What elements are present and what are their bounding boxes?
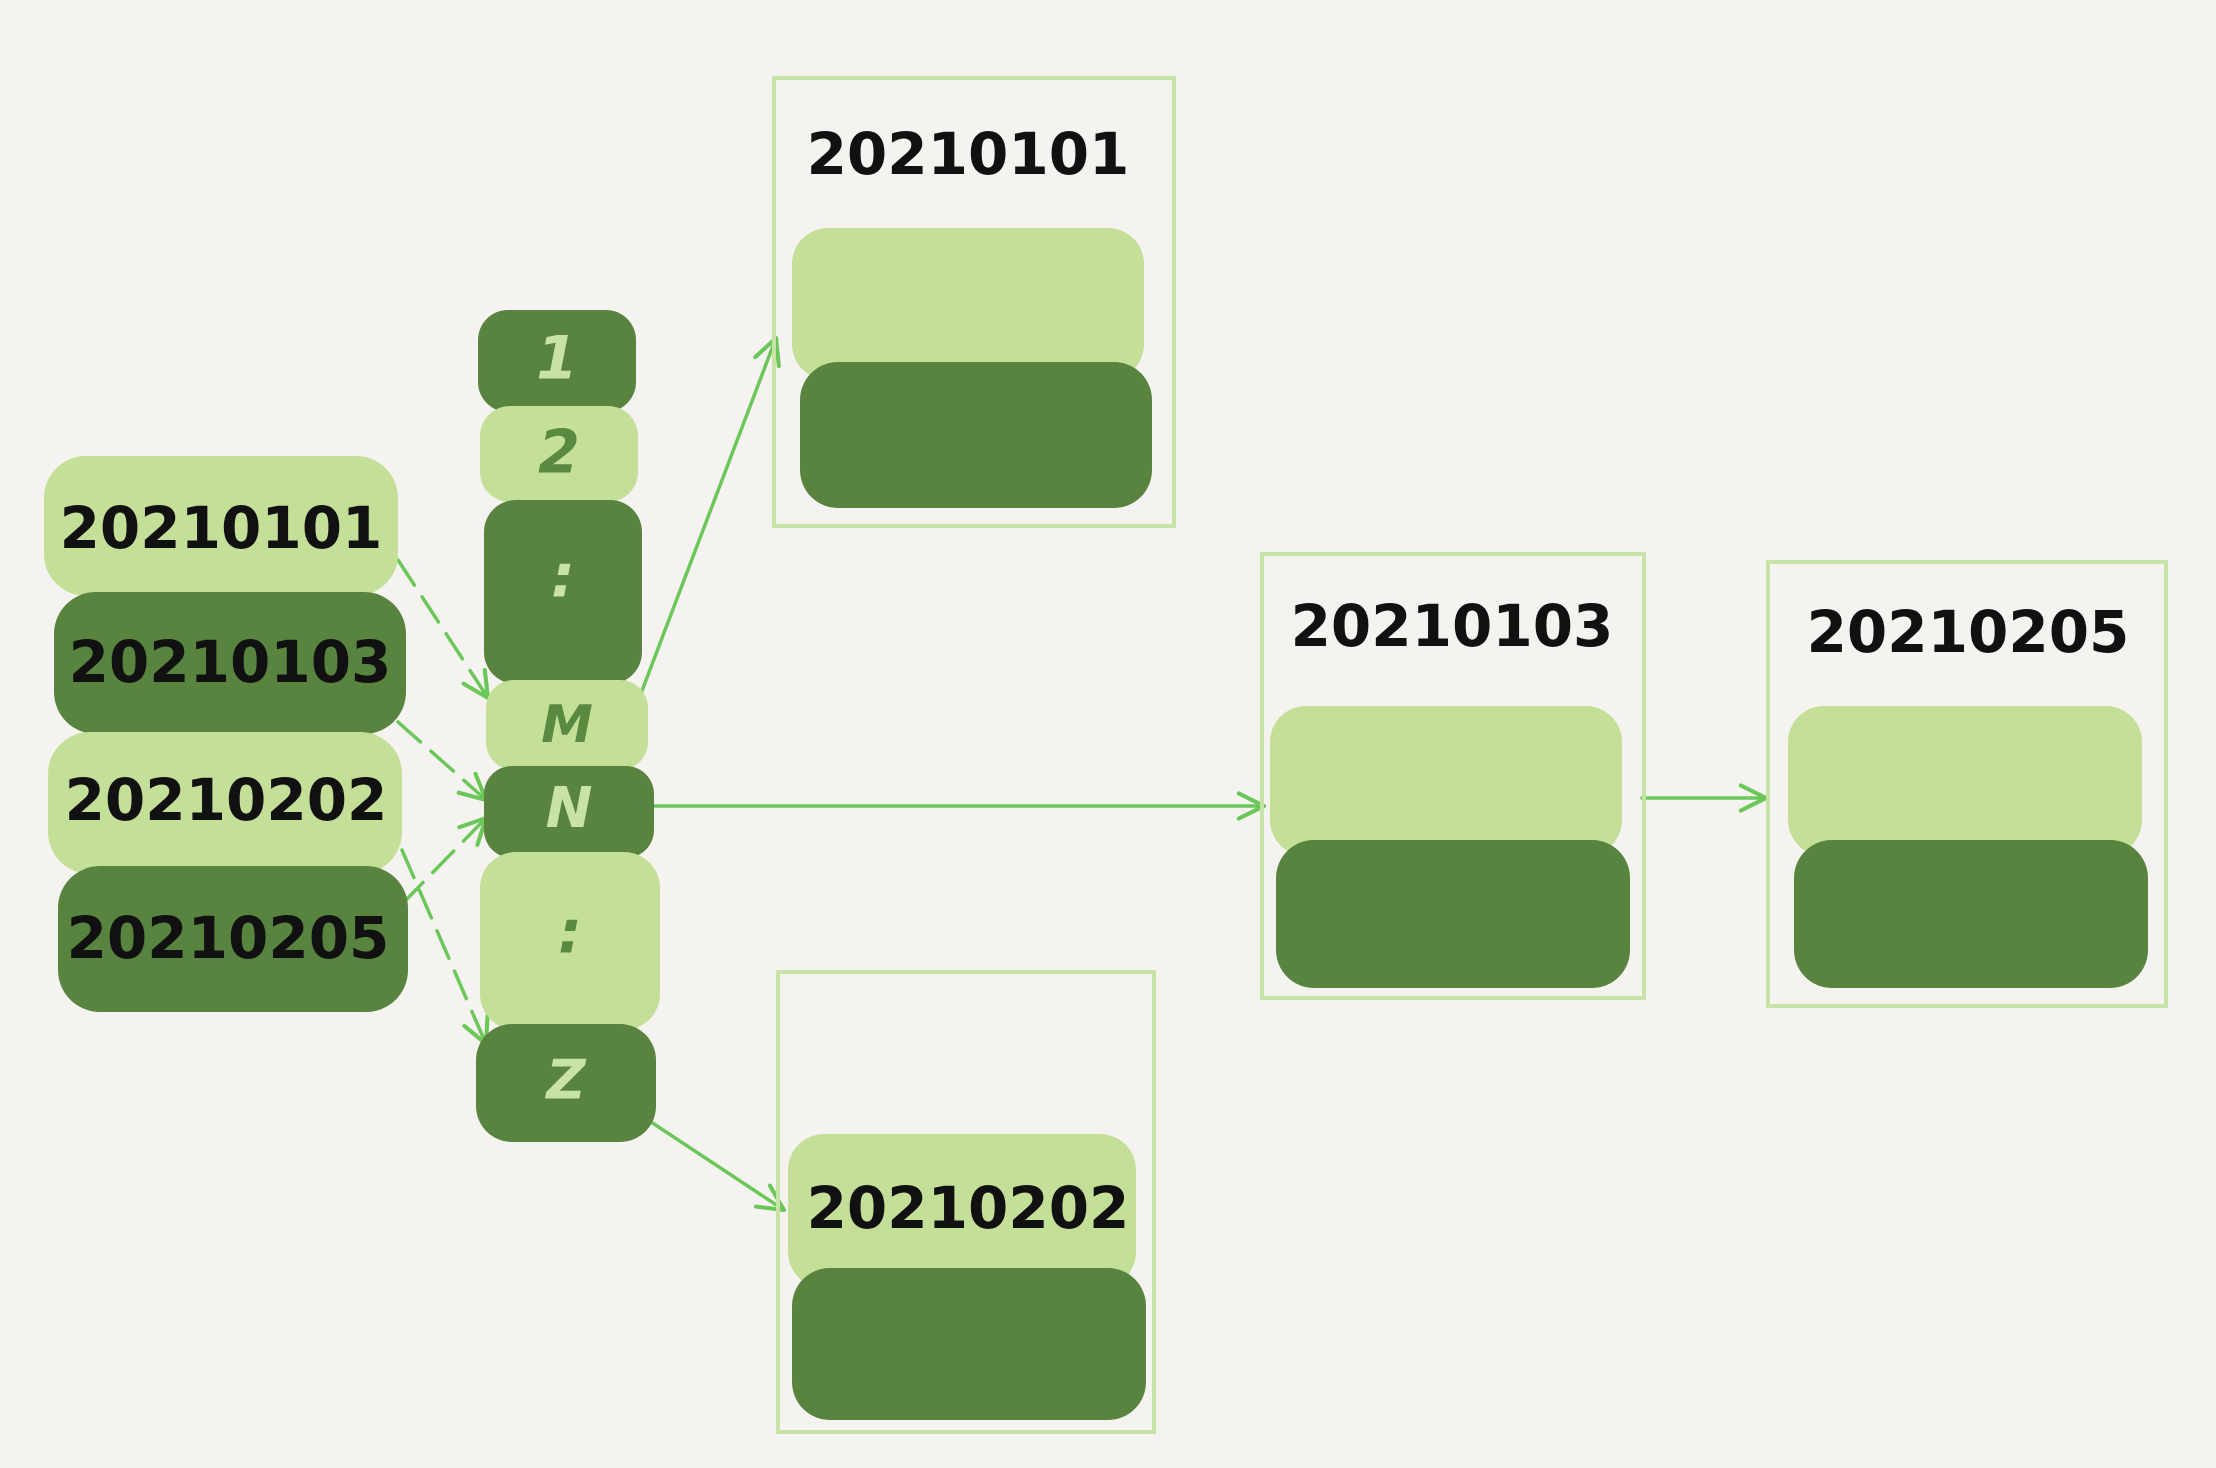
- dashed-arrow-key3-to-slot-n: [400, 815, 489, 906]
- entry-label: 20210101: [807, 120, 1130, 188]
- arrow-slot-m-to-entry-20210101: [638, 335, 781, 698]
- slot-label: 1: [536, 324, 578, 394]
- key-label: 20210103: [69, 628, 392, 696]
- entry-key-block: [792, 228, 1144, 380]
- slot-label: M: [541, 695, 593, 755]
- entry-value-block: [1276, 840, 1630, 988]
- key-label: 20210202: [65, 766, 388, 834]
- slot-1: 1: [478, 310, 636, 412]
- key-label: 20210205: [67, 904, 390, 972]
- slot-block: [484, 766, 654, 858]
- slot-block: [476, 1024, 656, 1142]
- slot-2: 2: [480, 406, 638, 502]
- slot-block: [478, 310, 636, 412]
- entry-outline: [1766, 560, 2168, 1008]
- slot-block: [484, 500, 642, 684]
- key-label: 20210101: [60, 494, 383, 562]
- slot-block: [486, 680, 648, 770]
- key-block: [54, 592, 406, 734]
- slot-label: 2: [538, 418, 580, 488]
- entry-key-block: [788, 1134, 1136, 1288]
- entry-label: 20210202: [807, 1174, 1130, 1242]
- key-item: 20210101: [44, 456, 398, 596]
- bucket-array: 1 2 : M N : Z: [476, 310, 660, 1142]
- entry-node-20210205: 20210205: [1766, 560, 2168, 1008]
- slot-z: Z: [476, 1024, 656, 1142]
- entry-outline: [776, 970, 1156, 1434]
- slot-block: [480, 406, 638, 502]
- slot-label: :: [558, 898, 582, 968]
- slot-label: Z: [544, 1049, 586, 1112]
- slot-label: N: [546, 776, 593, 841]
- entry-key-block: [1270, 706, 1622, 856]
- entry-node-20210202: 20210202: [776, 970, 1156, 1434]
- slot-m: M: [486, 680, 648, 770]
- key-item: 20210202: [48, 732, 402, 874]
- slot-n: N: [484, 766, 654, 858]
- entry-outline: [772, 76, 1176, 528]
- slot-block: [480, 852, 660, 1030]
- key-block: [48, 732, 402, 874]
- key-block: [44, 456, 398, 596]
- slot-label: :: [551, 542, 575, 612]
- entry-node-20210103: 20210103: [1260, 552, 1646, 1000]
- key-item: 20210205: [58, 866, 408, 1012]
- key-item: 20210103: [54, 592, 406, 734]
- arrow-slot-z-to-entry-20210202: [646, 1118, 787, 1213]
- entry-label: 20210205: [1807, 598, 2130, 666]
- key-block: [58, 866, 408, 1012]
- dashed-arrow-key0-to-slot-m: [396, 558, 491, 701]
- connections: [396, 335, 1769, 1213]
- dashed-arrow-key1-to-slot-n: [396, 720, 489, 803]
- entry-value-block: [800, 362, 1152, 508]
- entry-value-block: [1794, 840, 2148, 988]
- entry-key-block: [1788, 706, 2142, 856]
- entry-node-20210101: 20210101: [772, 76, 1176, 528]
- key-list: 20210101 20210103 20210202 20210205: [44, 456, 408, 1012]
- entry-outline: [1260, 552, 1646, 1000]
- slot-ellipsis-lower: :: [480, 852, 660, 1030]
- slot-ellipsis-upper: :: [484, 500, 642, 684]
- entry-value-block: [792, 1268, 1146, 1420]
- dashed-arrow-key2-to-slot-z: [400, 848, 490, 1047]
- entry-label: 20210103: [1291, 592, 1614, 660]
